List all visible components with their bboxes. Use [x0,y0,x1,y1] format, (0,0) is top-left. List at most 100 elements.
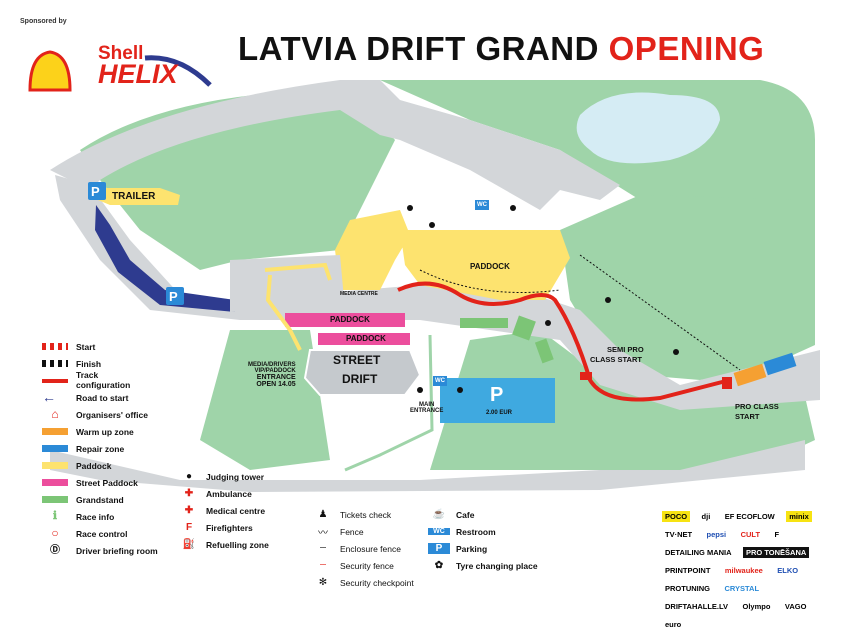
legend-checkpoint-label: Security checkpoint [340,577,414,588]
grandstand-2 [512,315,536,341]
parking-lot [440,378,555,423]
paddock-north [335,210,410,290]
legend-tickets: ♟Tickets check [312,506,414,523]
security-checkpoints [407,205,679,393]
paddock-swatch [42,462,68,469]
title-highlight: OPENING [608,30,765,67]
legend-cafe: ☕Cafe [428,506,538,523]
wc-sign-2: WC [475,200,489,210]
parking-sign-1 [88,182,106,200]
road-interior [230,255,345,312]
legend-services: ●Judging tower ✚Ambulance ✚Medical centr… [178,468,269,553]
legend-tyre: ✿ Tyre changing place [428,557,538,574]
legend-judging-label: Judging tower [206,471,265,482]
media-entrance-line1: MEDIA/DRIVERS [248,362,296,368]
map-label-pro-class-2: START [735,412,760,421]
tickets-icon: ♟ [318,509,328,520]
legend-enclosure: ┄Enclosure fence [312,540,414,557]
legend-road-label: Road to start [76,392,129,403]
legend-paddock: Paddock [42,457,158,474]
map-label-trailer: TRAILER [112,191,156,202]
legend-medical-label: Medical centre [206,505,266,516]
map-label-drift: DRIFT [342,372,378,386]
security-fence [579,254,741,371]
road-outer [50,80,620,210]
media-entrance-line4: OPEN 14.05 [256,381,296,388]
legend-briefing: Ⓓ Driver briefing room [42,542,158,559]
legend-race-info-label: Race info [76,511,115,522]
finish-flag-icon [42,360,68,367]
legend-fence: 〰Fence [312,523,414,540]
briefing-icon: Ⓓ [50,545,60,556]
legend-lines: ♟Tickets check 〰Fence ┄Enclosure fence ┄… [312,506,414,591]
legend-grandstand-label: Grandstand [76,494,124,505]
enclosure-fence-icon: ┄ [319,543,327,554]
legend-medical: ✚Medical centre [178,502,269,519]
legend-ambulance-label: Ambulance [206,488,252,499]
legend-finish-label: Finish [76,358,102,369]
parking-icon: P [428,543,450,554]
map-label-street: STREET [333,353,381,367]
track-configuration [397,281,731,402]
tyre-icon: ✿ [434,560,444,571]
green-path [344,334,434,472]
map-label-main-entrance: MAIN ENTRANCE [410,402,443,414]
firefighter-icon: F [185,522,193,533]
sponsor-logo: milwaukee [724,566,763,575]
paddock-main [400,230,570,300]
legend-refuel: ⛽Refuelling zone [178,536,269,553]
legend-briefing-label: Driver briefing room [76,545,158,556]
grandstand-3 [534,338,554,364]
map-label-paddock-street-1: PADDOCK [330,315,370,324]
warmup-zone [733,363,767,387]
legend-finish: Finish [42,355,158,372]
ring-icon: ○ [51,526,59,540]
legend-street-paddock-label: Street Paddock [76,477,138,488]
map-label-paddock-street-2: PADDOCK [346,334,386,343]
legend-security-fence: ┄Security fence [312,557,414,574]
legend-cafe-label: Cafe [456,509,475,520]
lake [576,92,720,164]
street-paddock-swatch [42,479,68,486]
map-label-parking-lot: P [490,384,504,406]
sponsor-logo: minix [786,511,812,522]
brand-line2: HELIX [98,59,178,89]
wc-sign: WC [433,376,447,386]
sponsor-logo: PRINTPOINT [665,566,711,575]
street-paddock-1 [285,313,405,327]
start-checker [580,372,592,380]
house-icon: ⌂ [51,407,59,421]
yellow-route [265,274,302,351]
sponsor-logo: EF ECOFLOW [724,512,775,521]
legend-tyre-label: Tyre changing place [456,560,538,571]
judging-tower-icon: ● [185,471,193,482]
legend-race-control-label: Race control [76,528,128,539]
legend-repair: Repair zone [42,440,158,457]
sponsor-logo: Olympo [742,602,771,611]
fence-icon: 〰 [318,528,328,539]
finish-checker [722,377,732,389]
road-west [55,175,820,410]
trailer-zone [95,188,180,205]
helix-swoosh-icon [144,55,212,87]
legend-track: Start Finish Track configuration ←Road t… [42,338,158,559]
legend-checkpoint: ✻Security checkpoint [312,574,414,591]
sponsor-logo: DETAILING MANIA [665,548,732,557]
legend-race-control: ○ Race control [42,525,158,542]
sponsor-logo: dji [701,512,711,521]
security-fence-icon: ┄ [319,560,327,571]
sponsor-logo: ELKO [777,566,799,575]
sponsor-logo: F [774,530,780,539]
sponsor-logo: euro [665,620,682,629]
legend-refuel-label: Refuelling zone [206,539,269,550]
sponsor-logo: POCO [662,511,691,522]
venue-map [28,50,820,492]
enclosure-fence [419,269,561,293]
start-flag-icon [42,343,68,350]
legend-restroom-label: Restroom [456,526,496,537]
track-line-icon [42,378,68,383]
legend-street-paddock: Street Paddock [42,474,158,491]
